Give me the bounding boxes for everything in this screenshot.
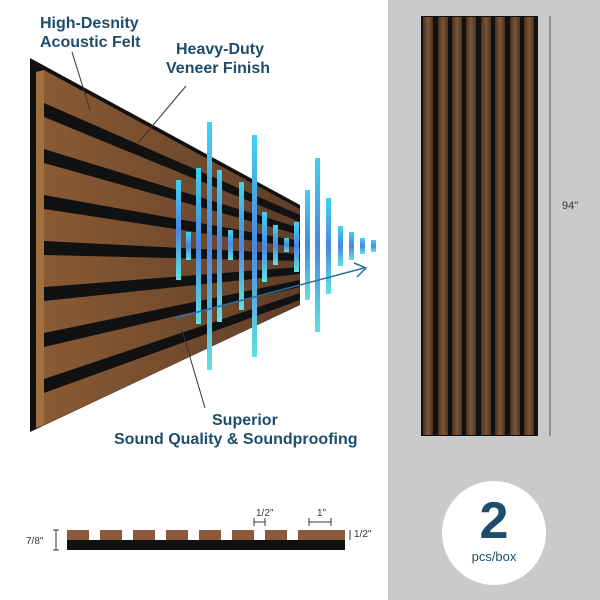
slat <box>44 209 300 254</box>
wave-bar <box>262 212 267 282</box>
sound-wave <box>174 122 376 370</box>
veneer-callout: Heavy-Duty Veneer Finish <box>166 40 270 78</box>
front-slat <box>438 17 448 435</box>
wave-bar <box>196 168 201 324</box>
sound-callout-line2: Sound Quality & Soundproofing <box>114 431 358 448</box>
slat <box>44 255 300 287</box>
wave-bar <box>217 170 222 322</box>
front-slat <box>423 17 433 435</box>
quantity-badge: 2 pcs/box <box>442 481 546 585</box>
profile-slat <box>265 530 287 540</box>
height-dimension-label: 94" <box>562 200 579 212</box>
veneer-callout-line1: Heavy-Duty <box>176 41 265 58</box>
wave-arrowhead <box>353 262 368 278</box>
profile-slat <box>232 530 254 540</box>
slat <box>44 70 300 215</box>
front-slat <box>524 17 534 435</box>
wave-bar <box>207 122 212 370</box>
veneer-leader-line <box>137 85 187 144</box>
wave-bar <box>305 190 310 300</box>
wave-bar <box>349 232 354 260</box>
wave-bar <box>186 232 191 260</box>
gap-dimension-label: 1/2" <box>256 508 274 519</box>
thickness-dimension-label: 7/8" <box>26 536 44 547</box>
panel-front-view <box>421 16 538 436</box>
profile-slat <box>100 530 122 540</box>
wave-bar <box>338 226 343 266</box>
slat <box>44 300 300 425</box>
front-slat <box>495 17 505 435</box>
slat-edge <box>36 70 44 428</box>
sound-callout: Superior Sound Quality & Soundproofing <box>114 411 358 449</box>
slat <box>44 274 300 333</box>
front-slat <box>481 17 491 435</box>
felt-leader-line <box>71 51 91 111</box>
wave-bar <box>371 240 376 252</box>
wave-arrow-shaft <box>174 267 365 319</box>
felt-callout-line1: High-Desnity <box>40 15 139 32</box>
wave-bar <box>284 238 289 252</box>
felt-callout-line2: Acoustic Felt <box>40 34 141 51</box>
front-slat <box>466 17 476 435</box>
wave-bar <box>315 158 320 332</box>
wave-bar <box>252 135 257 357</box>
wave-bar <box>176 180 181 280</box>
slat-dimension-label: 1" <box>317 508 327 519</box>
wave-bar <box>239 182 244 310</box>
felt-dimension-label: 1/2" <box>354 529 372 540</box>
profile-slat <box>199 530 221 540</box>
sound-leader-line <box>181 329 206 409</box>
profile-slat <box>298 530 320 540</box>
slat <box>44 287 300 379</box>
cross-section-profile <box>53 518 351 551</box>
quantity-number: 2 <box>479 492 509 550</box>
wave-bar <box>273 225 278 265</box>
slat <box>44 163 300 241</box>
panel-perspective <box>30 58 300 432</box>
front-slat <box>452 17 462 435</box>
profile-slat <box>67 530 89 540</box>
profile-slat <box>133 530 155 540</box>
wave-bar <box>360 238 365 254</box>
sound-callout-line1: Superior <box>212 412 278 429</box>
felt-callout: High-Desnity Acoustic Felt <box>40 14 140 52</box>
profile-slat <box>166 530 188 540</box>
profile-felt <box>67 540 345 550</box>
quantity-unit: pcs/box <box>471 549 517 564</box>
front-slat <box>510 17 520 435</box>
profile-slat <box>320 530 345 540</box>
wave-bar <box>228 230 233 260</box>
slat <box>44 117 300 228</box>
wave-bar <box>326 198 331 294</box>
wave-bar <box>294 222 299 272</box>
veneer-callout-line2: Veneer Finish <box>166 60 271 77</box>
